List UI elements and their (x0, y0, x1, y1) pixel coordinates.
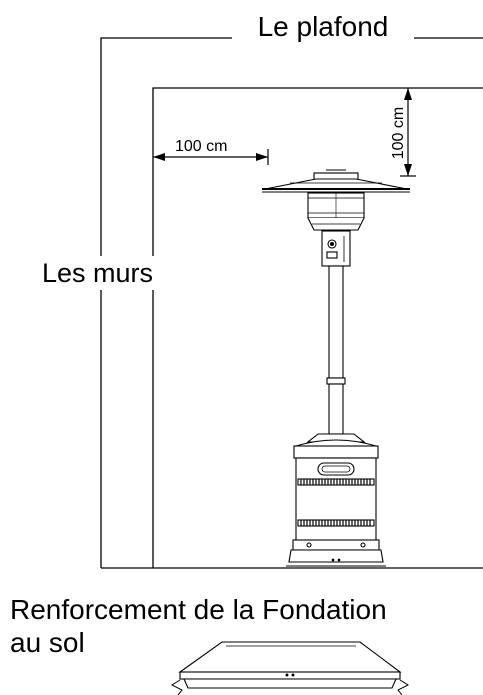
foundation-label-line2: au sol (10, 627, 85, 658)
horizontal-clearance-label: 100 cm (175, 138, 227, 155)
dimension-arrow-bottom (404, 164, 412, 176)
clearance-zone-outline (152, 87, 483, 568)
vertical-clearance-dimension: 100 cm (390, 88, 416, 177)
walls-label: Les murs (42, 258, 153, 288)
ceiling-wall-outline (100, 37, 483, 568)
ceiling-label: Le plafond (258, 11, 389, 42)
dimension-arrow-right (256, 153, 268, 161)
dimension-arrow-left (153, 153, 165, 161)
dimension-arrow-top (404, 88, 412, 100)
base-plate-illustration (170, 641, 410, 695)
foundation-label-line1: Renforcement de la Fondation (10, 594, 387, 625)
vertical-clearance-label: 100 cm (390, 107, 407, 159)
vent-slats (300, 479, 371, 526)
horizontal-clearance-dimension: 100 cm (153, 138, 269, 165)
patio-heater-illustration (262, 169, 410, 567)
